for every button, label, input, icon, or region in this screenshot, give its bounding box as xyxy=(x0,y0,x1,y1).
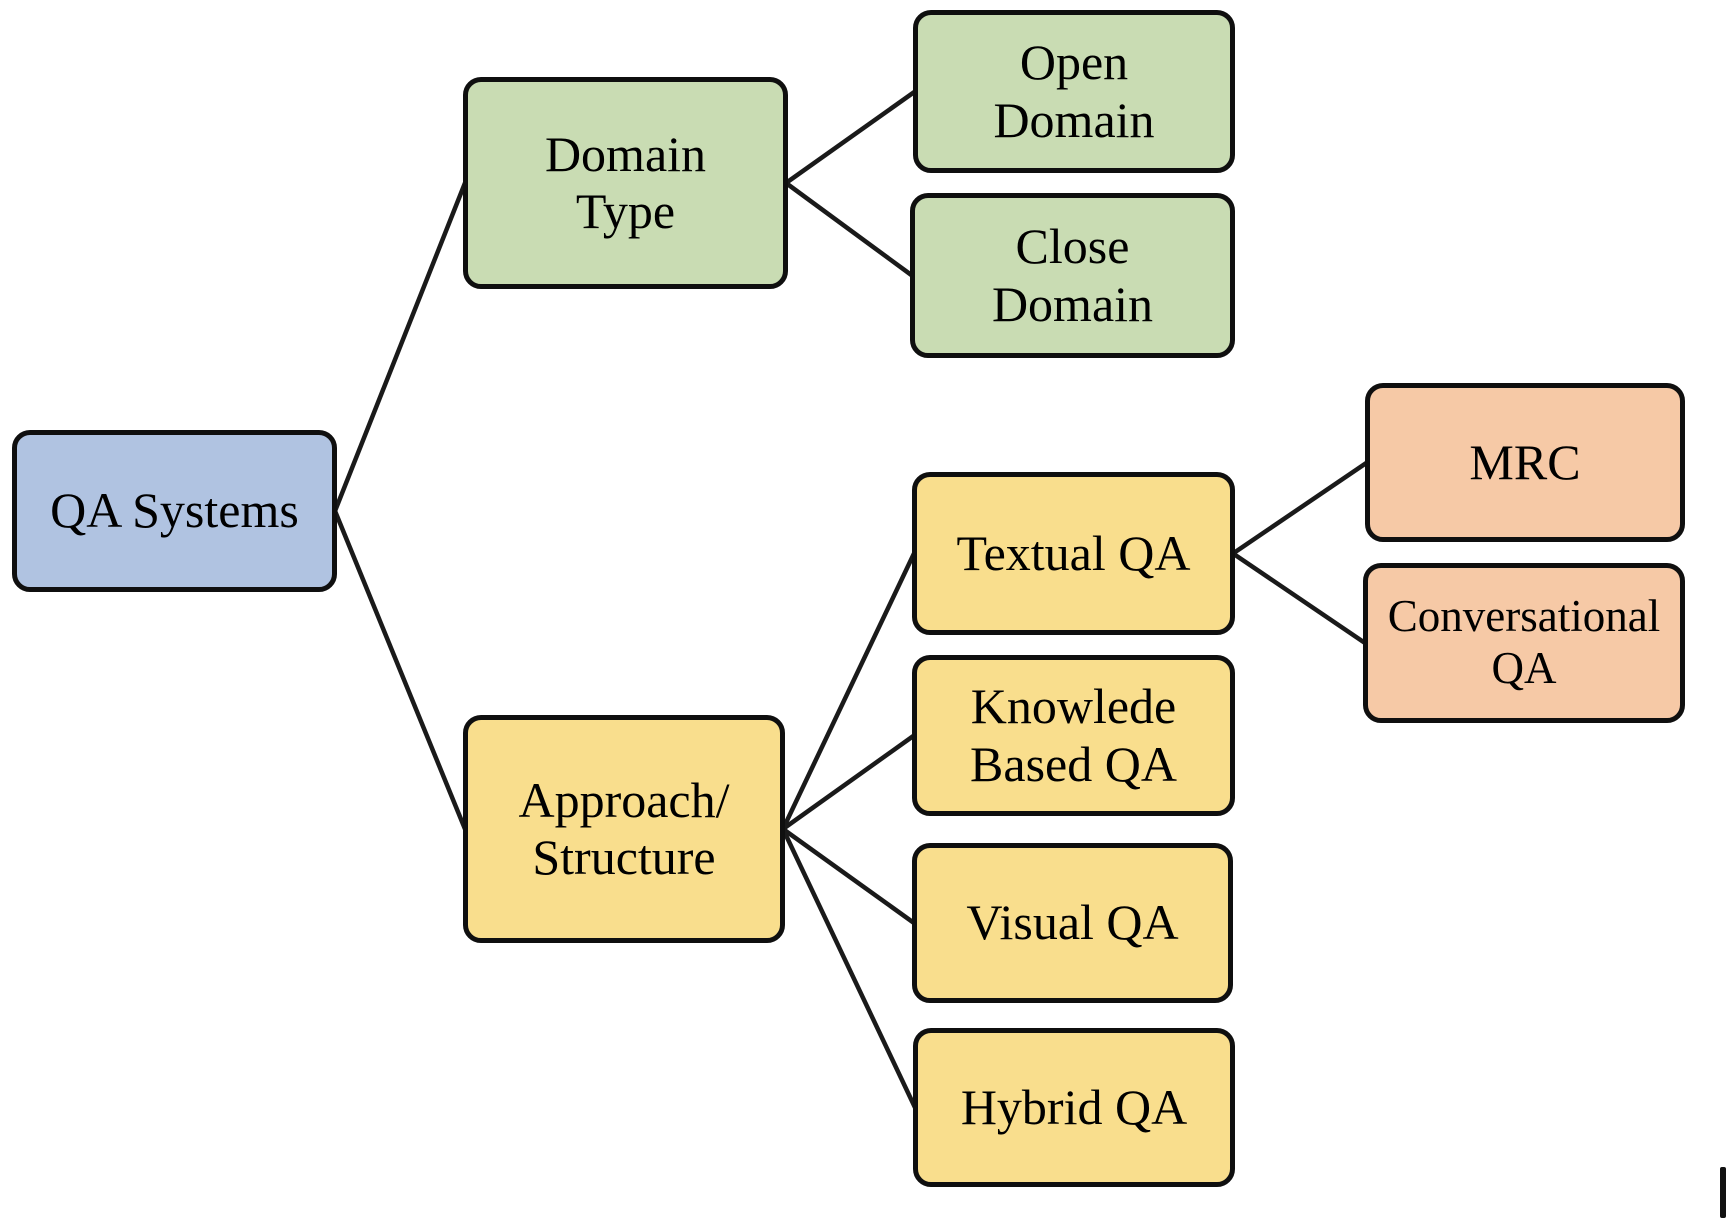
node-close-domain: Close Domain xyxy=(910,193,1235,358)
node-conversational-qa: Conversational QA xyxy=(1363,563,1685,723)
node-knowledge-based-qa: Knowlede Based QA xyxy=(912,655,1235,816)
text-cursor-artifact xyxy=(1720,1167,1726,1218)
node-qa-systems: QA Systems xyxy=(12,430,337,592)
edge-approach-structure-visual-qa xyxy=(781,827,916,925)
edge-approach-structure-textual-qa xyxy=(780,552,917,830)
node-approach-structure-label: Approach/ Structure xyxy=(518,771,730,886)
node-mrc: MRC xyxy=(1365,383,1685,542)
node-domain-type-label: Domain Type xyxy=(544,125,707,240)
node-knowledge-based-qa-label: Knowlede Based QA xyxy=(970,678,1177,792)
node-qa-systems-label: QA Systems xyxy=(50,482,299,539)
edge-textual-qa-conversational-qa xyxy=(1231,551,1367,645)
node-hybrid-qa: Hybrid QA xyxy=(913,1028,1235,1187)
node-visual-qa: Visual QA xyxy=(912,843,1233,1003)
node-hybrid-qa-label: Hybrid QA xyxy=(960,1078,1188,1135)
node-open-domain-label: Open Domain xyxy=(993,34,1155,148)
node-textual-qa-label: Textual QA xyxy=(956,524,1191,581)
node-conversational-qa-label: Conversational QA xyxy=(1387,591,1661,693)
edge-domain-type-close-domain xyxy=(784,181,914,278)
node-textual-qa: Textual QA xyxy=(912,472,1235,635)
edge-qa-systems-approach-structure xyxy=(332,510,468,830)
node-open-domain: Open Domain xyxy=(913,10,1235,173)
node-close-domain-label: Close Domain xyxy=(991,218,1154,332)
edge-textual-qa-mrc xyxy=(1231,460,1369,556)
edge-domain-type-open-domain xyxy=(784,89,917,185)
node-approach-structure: Approach/ Structure xyxy=(463,715,785,943)
node-domain-type: Domain Type xyxy=(463,77,788,289)
edge-approach-structure-knowledge-based-qa xyxy=(781,733,916,831)
node-mrc-label: MRC xyxy=(1469,433,1581,490)
node-visual-qa-label: Visual QA xyxy=(966,894,1179,951)
edge-approach-structure-hybrid-qa xyxy=(780,828,918,1109)
edge-qa-systems-domain-type xyxy=(332,182,468,512)
